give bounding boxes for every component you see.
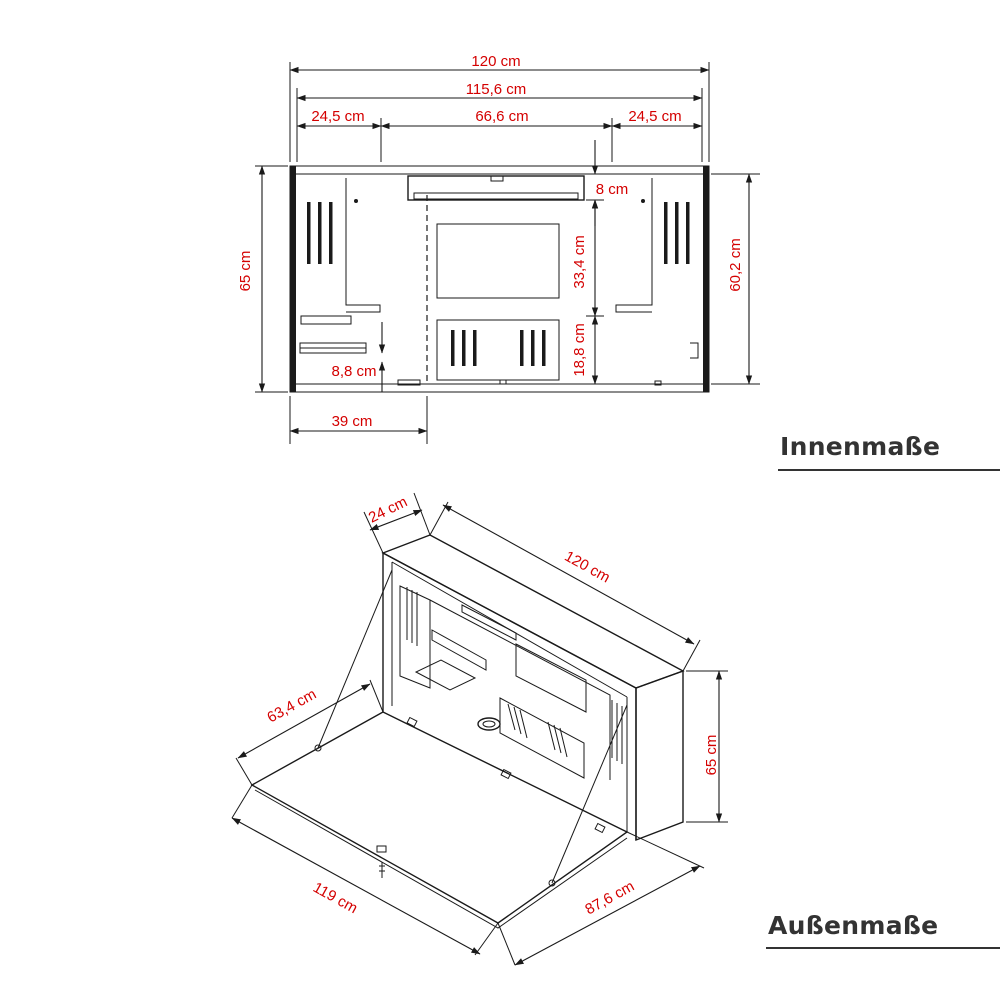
bottom-box: [436, 319, 560, 381]
front-view: 120 cm 115,6 cm 24,5 cm 66,6 cm 24,5 cm …: [237, 53, 760, 444]
left-side-panel: [290, 166, 296, 392]
label-width: 120 cm: [562, 548, 613, 587]
heading-underline-inner: [778, 469, 1000, 471]
label-top-shelf: 8 cm: [596, 181, 629, 198]
dim-line-flap-width: [231, 817, 481, 955]
top-tray: [407, 175, 585, 201]
center-panel: [436, 223, 560, 299]
label-side-left: 24,5 cm: [311, 108, 364, 125]
label-bottom-left: 39 cm: [332, 413, 373, 430]
label-center: 66,6 cm: [475, 108, 528, 125]
fold-down-flap: [250, 711, 629, 924]
dim-line-open-depth: [514, 865, 701, 966]
heading-underline-outer: [766, 947, 1000, 949]
heading-outer-dimensions: Außenmaße: [768, 911, 939, 940]
dim-line-width: [442, 504, 695, 645]
label-middle: 33,4 cm: [571, 235, 588, 288]
cabinet-side: [635, 670, 684, 842]
dim-line-flap-depth: [237, 683, 371, 759]
label-bottom-box: 18,8 cm: [571, 323, 588, 376]
label-flap-depth: 63,4 cm: [264, 686, 319, 727]
small-shelf: [299, 315, 367, 354]
right-side-panel: [703, 166, 709, 392]
label-height-inner: 60,2 cm: [727, 238, 744, 291]
heading-inner-dimensions: Innenmaße: [780, 432, 941, 461]
label-open-depth: 87,6 cm: [582, 878, 637, 919]
cabinet-top: [381, 534, 685, 689]
label-height-outer: 65 cm: [237, 251, 254, 292]
label-height: 65 cm: [703, 735, 720, 776]
label-width-inner: 115,6 cm: [466, 81, 527, 98]
dim-line-depth: [369, 509, 423, 531]
left-bracket: [307, 178, 381, 313]
label-side-right: 24,5 cm: [628, 108, 681, 125]
label-width-outer: 120 cm: [471, 53, 520, 70]
label-depth: 24 cm: [366, 493, 410, 526]
isometric-view: 24 cm 120 cm 65 cm 63,4 cm 119 cm 87,6 c…: [231, 492, 728, 966]
right-bracket: [615, 178, 699, 386]
label-small-shelf: 8,8 cm: [331, 363, 376, 380]
